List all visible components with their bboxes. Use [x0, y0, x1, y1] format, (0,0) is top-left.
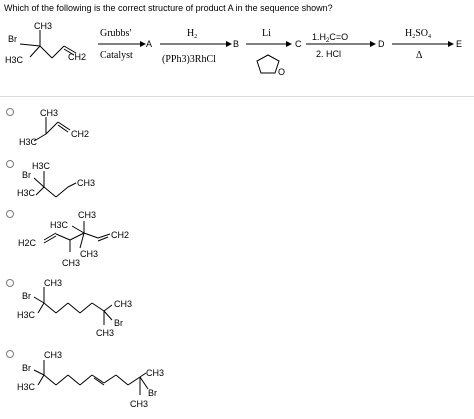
option-1-ch2: CH2	[71, 129, 89, 139]
option-2-h3c: H3C	[17, 188, 36, 198]
option-4-ch3-r: CH3	[114, 299, 132, 309]
ch2-label: CH2	[68, 52, 86, 62]
step-3-reagent: Li	[262, 28, 271, 39]
svg-text:1.H2C=O: 1.H2C=O	[312, 32, 348, 44]
option-3-ch3-mid: CH3	[80, 249, 98, 259]
ch3-label: CH3	[34, 21, 52, 31]
option-3-ch3-bot: CH3	[62, 258, 80, 268]
option-1-h3c: H3C	[19, 137, 38, 147]
option-3-radio[interactable]	[6, 210, 14, 218]
product-c-label: C	[295, 39, 302, 49]
option-5-radio[interactable]	[6, 350, 14, 358]
step-2-arrow: H2 (PPh3)3RhCl B	[160, 28, 239, 65]
option-4-radio[interactable]	[6, 279, 14, 287]
option-5-ch3-bot: CH3	[130, 399, 148, 409]
option-3-h3c: H3C	[50, 220, 69, 230]
step-5-arrow: H2SO4 Δ E	[392, 28, 462, 61]
option-2-br: Br	[22, 170, 31, 180]
option-4-ch3-bot: CH3	[96, 328, 114, 338]
option-5-ch3-r: CH3	[146, 368, 164, 378]
step-4-reagent-1-sub: 2	[326, 38, 330, 44]
h3c-label: H3C	[5, 55, 24, 65]
step-5-heat: Δ	[416, 50, 423, 61]
product-b-label: B	[233, 39, 239, 49]
svg-text:H2SO4: H2SO4	[405, 28, 431, 40]
option-2-ch3: CH3	[77, 178, 95, 188]
step-2-catalyst: (PPh3)3RhCl	[162, 54, 216, 65]
option-2-radio[interactable]	[6, 160, 14, 168]
option-5-br-r: Br	[148, 388, 157, 398]
product-a-label: A	[146, 39, 152, 49]
step-2-reagent-sub: 2	[194, 34, 197, 40]
step-2-reagent: H	[187, 28, 194, 39]
option-4-h3c: H3C	[17, 310, 36, 320]
svg-text:H2: H2	[187, 28, 197, 40]
oxygen-label: O	[278, 67, 285, 77]
question-text: Which of the following is the correct st…	[4, 3, 333, 13]
step-3-arrow: Li O C	[246, 28, 302, 77]
step-4-reagent-1-post: C=O	[329, 32, 348, 42]
option-4-br: Br	[22, 291, 31, 301]
step-5-reagent: H	[405, 28, 412, 39]
option-3-h2c: H2C	[18, 238, 37, 248]
step-1-arrow: Grubbs' Catalyst A	[98, 28, 152, 61]
option-2-h3c-top: H3C	[32, 161, 51, 171]
option-1-radio[interactable]	[6, 108, 14, 116]
option-3-ch2: CH2	[111, 230, 129, 240]
product-d-label: D	[378, 39, 385, 49]
step-4-arrow: 1.H2C=O 2. HCl D	[306, 32, 385, 59]
divider	[0, 96, 474, 97]
option-1-ch3: CH3	[40, 108, 58, 118]
starting-material: Br CH3 H3C CH2	[5, 21, 86, 65]
option-5-br: Br	[22, 363, 31, 373]
option-4-br-r: Br	[114, 318, 123, 328]
product-e-label: E	[456, 39, 462, 49]
step-1-catalyst: Catalyst	[100, 50, 133, 61]
step-4-reagent-2: 2. HCl	[316, 49, 341, 59]
option-3-ch3-top: CH3	[78, 210, 96, 220]
reaction-scheme: Br CH3 H3C CH2 Grubbs' Catalyst A H2 (PP…	[5, 21, 462, 77]
option-5-h3c: H3C	[17, 382, 36, 392]
step-4-reagent-1: 1.H	[312, 32, 326, 42]
option-5-ch3-top: CH3	[44, 350, 62, 360]
step-1-reagent: Grubbs'	[100, 28, 131, 39]
br-label: Br	[8, 34, 17, 44]
option-4-ch3-top: CH3	[44, 278, 62, 288]
